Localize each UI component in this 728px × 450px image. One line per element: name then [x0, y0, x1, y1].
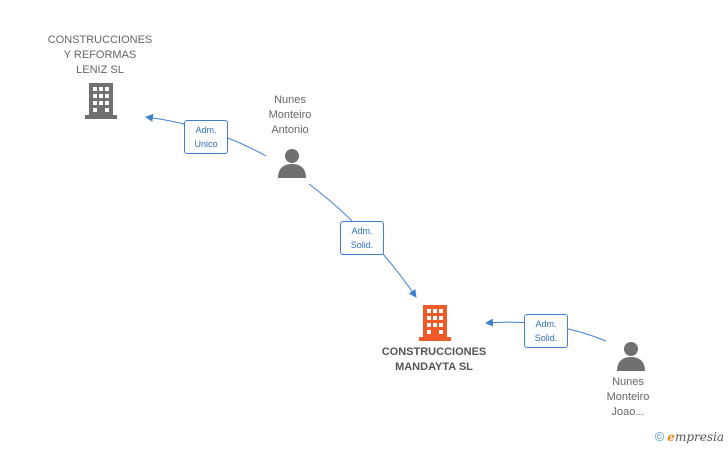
person-antonio-label[interactable]: Nunes Monteiro Antonio [240, 93, 340, 138]
building-icon[interactable] [85, 83, 117, 119]
company-leniz-label-line: Y REFORMAS [63, 49, 137, 61]
company-leniz-label-line: LENIZ SL [76, 64, 124, 76]
copyright-symbol: © [654, 429, 665, 444]
edge-label-line: Adm. [195, 125, 217, 135]
edge-label-adm-solid[interactable]: Adm. Solid. [340, 221, 384, 255]
brand-logo-e: e [667, 430, 675, 444]
building-icon[interactable] [419, 305, 451, 341]
edge-label-line: Solid. [350, 240, 374, 250]
brand-logo-rest: mpresia [674, 430, 724, 444]
person-antonio-label-line: Monteiro [268, 109, 312, 121]
edge-label-line: Adm. [351, 226, 373, 236]
person-joao-label-line: Monteiro [606, 391, 650, 403]
person-icon[interactable] [277, 148, 307, 178]
person-antonio-label-line: Antonio [271, 124, 309, 136]
person-joao-label[interactable]: Nunes Monteiro Joao... [588, 375, 668, 420]
person-joao-label-line: Nunes [612, 376, 644, 388]
company-mandayta-label-line: CONSTRUCCIONES [381, 346, 487, 358]
edge-label-line: Solid. [534, 333, 558, 343]
company-leniz-label[interactable]: CONSTRUCCIONES Y REFORMAS LENIZ SL [40, 33, 160, 78]
person-antonio-label-line: Nunes [274, 94, 306, 106]
empresia-watermark: ©empresia [655, 429, 724, 444]
brand-logo: empresia [667, 430, 724, 444]
company-mandayta-label-line: MANDAYTA SL [395, 361, 473, 373]
edge-label-line: Unico [194, 139, 218, 149]
edge-label-adm-unico[interactable]: Adm. Unico [184, 120, 228, 154]
company-mandayta-label[interactable]: CONSTRUCCIONES MANDAYTA SL [364, 345, 504, 375]
edge-label-line: Adm. [535, 319, 557, 329]
person-joao-label-line: Joao... [611, 406, 645, 418]
person-icon[interactable] [616, 341, 646, 371]
company-leniz-label-line: CONSTRUCCIONES [47, 34, 153, 46]
edge-label-adm-solid[interactable]: Adm. Solid. [524, 314, 568, 348]
